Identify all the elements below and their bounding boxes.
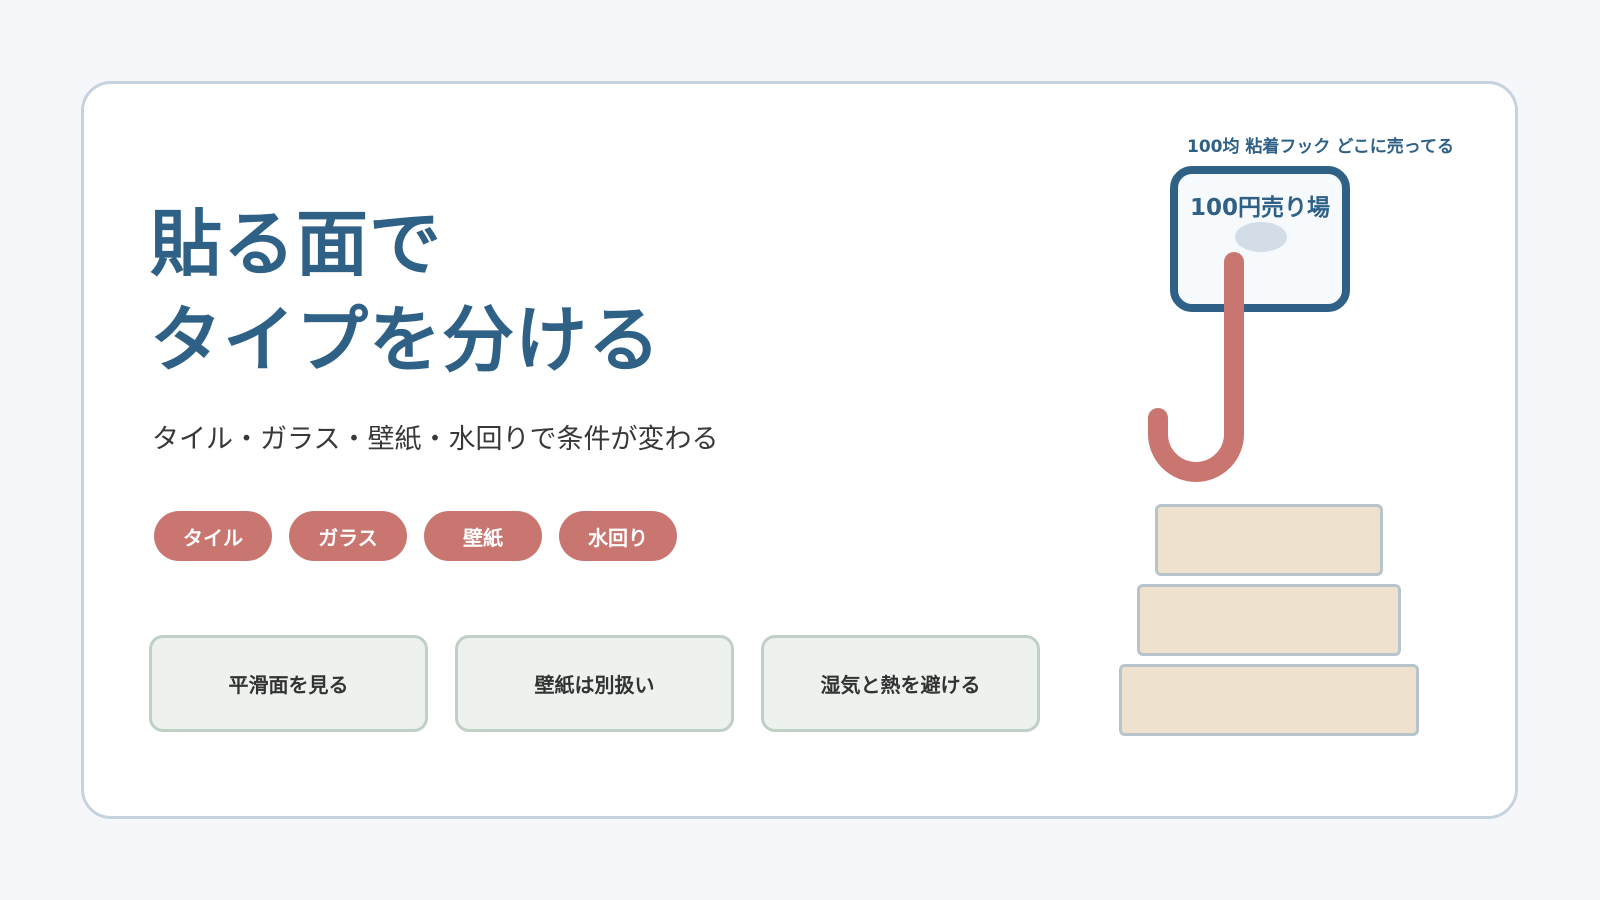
surface-chip-list: タイル ガラス 壁紙 水回り	[154, 511, 677, 561]
hook-illustration: 100均 粘着フック どこに売ってる 100円売り場	[1090, 130, 1490, 750]
illustration-caption: 100均 粘着フック どこに売ってる	[1187, 137, 1454, 157]
headline: 貼る面で タイプを分ける	[150, 196, 661, 388]
subtitle: タイル・ガラス・壁紙・水回りで条件が変わる	[152, 424, 719, 455]
tip-card-humidity-heat: 湿気と熱を避ける	[761, 635, 1040, 732]
chip-glass: ガラス	[289, 511, 407, 561]
headline-line-1: 貼る面で	[150, 202, 443, 286]
chip-wet-area: 水回り	[559, 511, 677, 561]
tip-card-smooth-surface: 平滑面を見る	[149, 635, 428, 732]
headline-line-2: タイプを分ける	[150, 298, 662, 382]
tip-card-list: 平滑面を見る 壁紙は別扱い 湿気と熱を避ける	[149, 635, 1040, 732]
stacked-box-top	[1155, 504, 1383, 576]
stacked-box-bottom	[1119, 664, 1419, 736]
chip-tile: タイル	[154, 511, 272, 561]
stacked-box-middle	[1137, 584, 1401, 656]
hook-icon	[1148, 252, 1244, 482]
tip-card-wallpaper: 壁紙は別扱い	[455, 635, 734, 732]
plate-label: 100円売り場	[1189, 195, 1330, 221]
chip-wallpaper: 壁紙	[424, 511, 542, 561]
plate-dot	[1235, 222, 1287, 252]
adhesive-plate: 100円売り場	[1170, 166, 1350, 312]
